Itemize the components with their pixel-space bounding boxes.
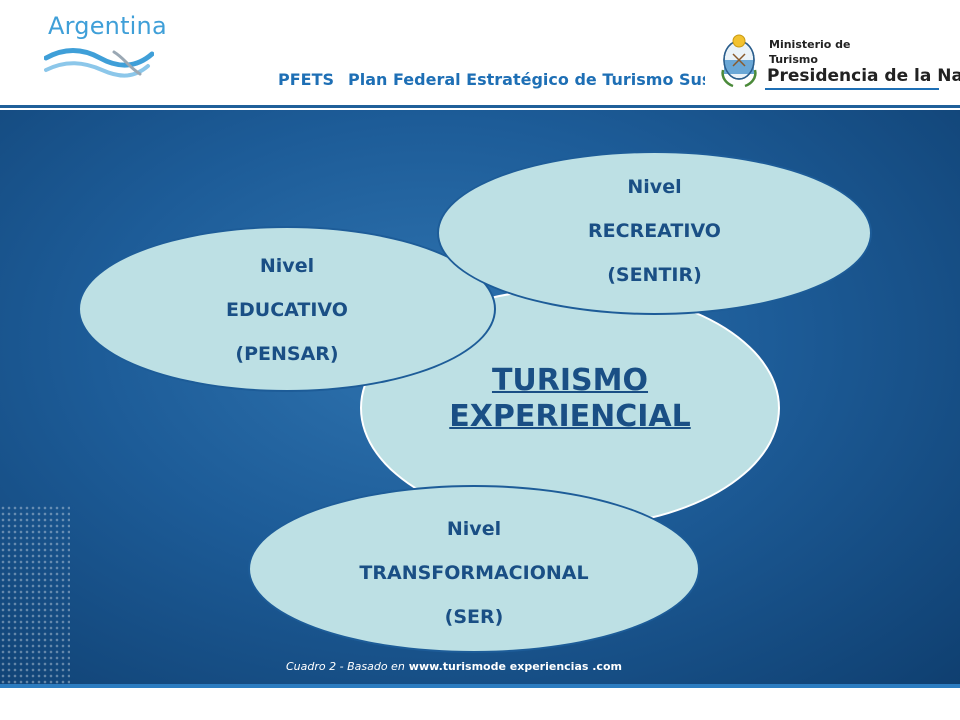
recreativo-line2: RECREATIVO bbox=[588, 220, 721, 242]
brand-text: Argentina bbox=[48, 12, 167, 40]
program-name: Plan Federal Estratégico de Turismo Sust… bbox=[348, 70, 788, 89]
center-title-line1: TURISMO bbox=[491, 363, 649, 398]
dot-pattern bbox=[0, 505, 70, 685]
program-acronym: PFETS bbox=[278, 70, 335, 89]
recreativo-line1: Nivel bbox=[627, 176, 682, 198]
ministry-line1: Ministerio de bbox=[769, 38, 851, 51]
label-educativo: Nivel EDUCATIVO (PENSAR) bbox=[78, 244, 496, 376]
recreativo-line3: (SENTIR) bbox=[607, 264, 702, 286]
transformacional-line3: (SER) bbox=[444, 606, 504, 628]
educativo-line2: EDUCATIVO bbox=[226, 299, 348, 321]
header: Argentina PFETS Plan Federal Estratégico … bbox=[0, 0, 960, 108]
header-divider bbox=[0, 105, 960, 108]
label-transformacional: Nivel TRANSFORMACIONAL (SER) bbox=[248, 507, 700, 639]
transformacional-line1: Nivel bbox=[446, 518, 502, 540]
ellipse-nivel-transformacional bbox=[248, 485, 700, 653]
transformacional-line2: TRANSFORMACIONAL bbox=[359, 562, 589, 584]
ellipse-nivel-educativo bbox=[78, 226, 496, 392]
argentina-wave-logo-icon bbox=[44, 48, 154, 78]
footer-bar bbox=[0, 684, 960, 688]
program-title: PFETS Plan Federal Estratégico de Turismo… bbox=[278, 70, 788, 89]
educativo-line1: Nivel bbox=[259, 255, 315, 277]
footer-strip bbox=[0, 688, 960, 720]
ministry-line2: Turismo bbox=[769, 53, 818, 66]
label-recreativo: Nivel RECREATIVO (SENTIR) bbox=[437, 165, 872, 297]
ministry-logo: Ministerio de Turismo Presidencia de la … bbox=[705, 26, 960, 98]
ellipse-nivel-recreativo bbox=[437, 151, 872, 315]
ministry-line3: Presidencia de la Nación bbox=[767, 66, 960, 86]
caption-site: www.turismode experiencias .com bbox=[408, 660, 622, 673]
educativo-line3: (PENSAR) bbox=[235, 343, 339, 365]
center-title-line2: EXPERIENCIAL bbox=[449, 399, 691, 434]
center-title: TURISMO EXPERIENCIAL bbox=[360, 363, 780, 435]
caption-prefix: Cuadro 2 - Basado en bbox=[286, 660, 405, 673]
national-seal-icon bbox=[721, 34, 757, 88]
ministry-rule bbox=[765, 88, 939, 90]
